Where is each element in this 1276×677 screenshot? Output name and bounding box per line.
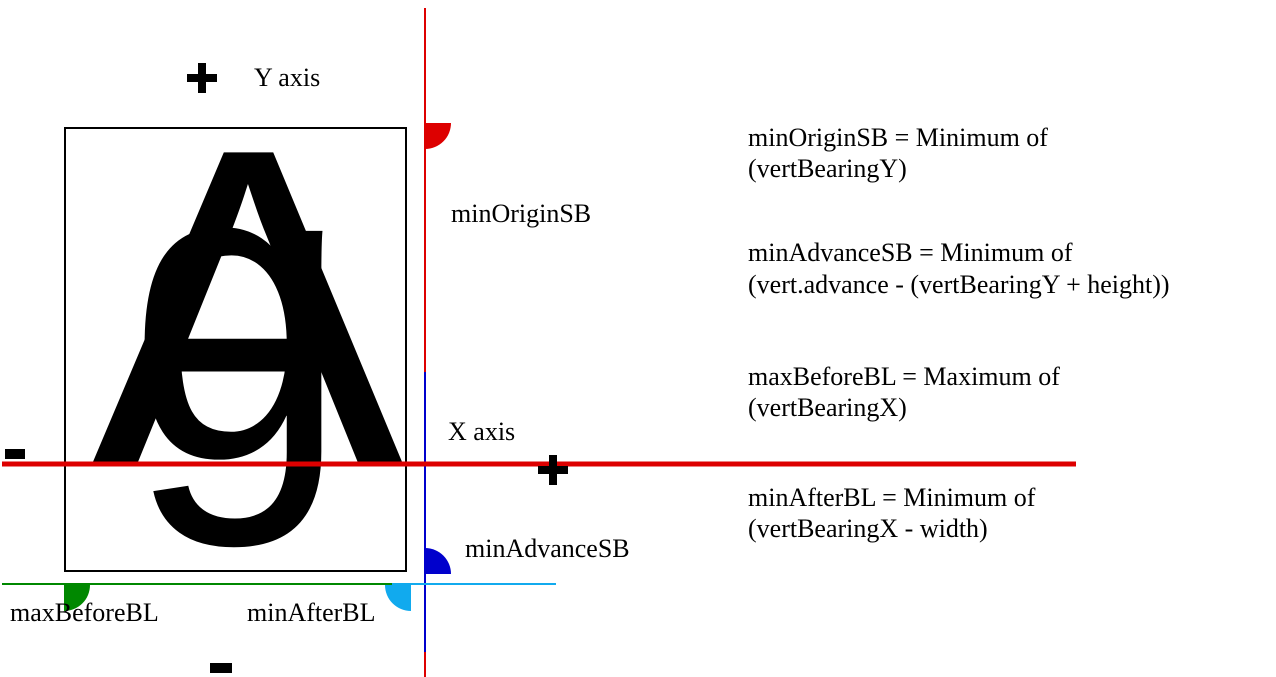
definition-line: minAdvanceSB = Minimum of [748, 238, 1073, 267]
definition-line: minOriginSB = Minimum of [748, 123, 1048, 152]
definition-line: minAfterBL = Minimum of [748, 483, 1036, 512]
definition-line: (vertBearingY) [748, 154, 907, 183]
definition-line: maxBeforeBL = Maximum of [748, 362, 1060, 391]
glyph-a: A [92, 56, 405, 558]
y-plus-vertical [198, 63, 206, 93]
x-axis-label: X axis [448, 417, 515, 446]
min-after-bl-quarter-marker [385, 585, 411, 611]
definition-line: (vertBearingX) [748, 393, 907, 422]
min-advance-sb-quarter-marker [425, 548, 451, 574]
definition-line: (vertBearingX - width) [748, 514, 988, 543]
min-origin-sb-label: minOriginSB [451, 199, 591, 228]
min-origin-sb-quarter-marker [425, 123, 451, 149]
definition-max-before-bl: maxBeforeBL = Maximum of (vertBearingX) [748, 362, 1060, 422]
max-before-bl-label: maxBeforeBL [10, 598, 159, 627]
definition-line: (vert.advance - (vertBearingY + height)) [748, 270, 1170, 299]
min-after-bl-label: minAfterBL [247, 598, 376, 627]
glyph-bounding-box [64, 127, 407, 572]
definition-min-origin-sb: minOriginSB = Minimum of (vertBearingY) [748, 123, 1048, 183]
min-advance-sb-label: minAdvanceSB [465, 534, 630, 563]
x-minus-marker [5, 449, 25, 459]
definition-min-after-bl: minAfterBL = Minimum of (vertBearingX - … [748, 483, 1036, 543]
y-axis-label: Y axis [254, 63, 320, 92]
max-before-bl-quarter-marker [64, 585, 90, 611]
x-plus-vertical [549, 455, 557, 485]
glyph-g: g [128, 70, 348, 552]
definition-min-advance-sb: minAdvanceSB = Minimum of (vert.advance … [748, 238, 1170, 299]
y-minus-marker [210, 663, 232, 673]
